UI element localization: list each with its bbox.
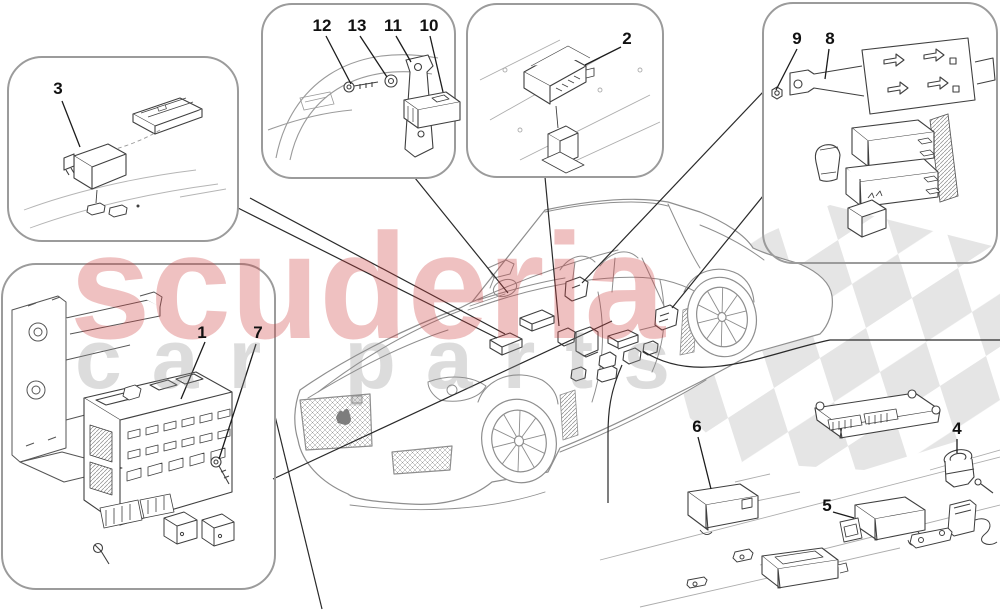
side-mirror — [487, 259, 515, 289]
front-grille — [299, 393, 373, 451]
front-wheel — [481, 398, 557, 484]
callout-leader-12 — [325, 35, 352, 85]
fuse-box-1 — [83, 371, 233, 529]
relay-center — [575, 326, 599, 358]
module-door — [654, 304, 679, 331]
callout-label-4: 4 — [952, 419, 962, 438]
small-relay — [847, 190, 887, 238]
callout-label-11: 11 — [384, 16, 402, 35]
sensor-4 — [943, 449, 998, 545]
clip-bracket-small — [686, 548, 754, 589]
prancing-horse-emblem — [336, 408, 351, 425]
callout-label-3: 3 — [53, 79, 62, 98]
callout-label-2: 2 — [622, 29, 631, 48]
callout-label-13: 13 — [348, 16, 367, 35]
nut-9 — [771, 86, 783, 100]
callout-leader-2 — [584, 46, 622, 66]
callout-label-12: 12 — [313, 16, 332, 35]
watermark-brand-text: scuderia — [70, 202, 667, 370]
callout-leader-6 — [697, 436, 712, 490]
screw-bottom — [92, 542, 110, 565]
module-3 — [63, 143, 127, 190]
connector-socket — [622, 347, 642, 365]
callout-label-6: 6 — [692, 417, 701, 436]
callout-label-8: 8 — [825, 29, 834, 48]
callout-label-10: 10 — [420, 16, 439, 35]
mounting-bracket-assembly — [11, 291, 163, 483]
bulb-sensor — [570, 366, 587, 382]
callout-label-5: 5 — [822, 496, 831, 515]
ecu-unit — [132, 97, 203, 135]
module-bottom — [761, 547, 849, 589]
blade-fuse — [814, 144, 841, 182]
relay-stack — [845, 119, 941, 208]
mount-post — [541, 125, 585, 174]
watermark-tagline-text: car parts — [75, 312, 670, 406]
callout-leader-1 — [180, 341, 206, 400]
inset-panel-top-left — [7, 56, 239, 242]
inset-panel-border — [1, 263, 276, 590]
callout-leader-3 — [61, 100, 81, 148]
callout-label-1: 1 — [197, 323, 206, 342]
bolt-7 — [210, 456, 230, 485]
module-dash-ecu — [519, 309, 555, 332]
front-intake — [391, 445, 453, 475]
module-cowl-left — [489, 332, 523, 356]
callout-label-7: 7 — [253, 323, 262, 342]
hood-badge — [351, 395, 363, 404]
module-6 — [687, 483, 759, 535]
inset-panel-floor-module — [466, 3, 664, 178]
car-mounted-modules — [489, 276, 679, 383]
underbody-detail-group — [599, 389, 1000, 608]
callout-leader-13 — [359, 35, 388, 78]
inset-panel-border — [261, 3, 456, 179]
mounting-clips — [86, 202, 140, 218]
inset-panel-border — [7, 56, 239, 242]
inset-panel-fuse-box — [1, 263, 276, 590]
engine-ecu — [814, 389, 941, 439]
module-center-small — [557, 327, 576, 347]
module-5 — [839, 496, 926, 546]
relay-cubes — [163, 511, 235, 547]
callout-leader-lines — [61, 35, 958, 519]
callout-leader-8 — [824, 48, 830, 80]
detail-view-connector-lines — [237, 91, 1000, 610]
callout-leader-9 — [775, 48, 798, 91]
inset-panel-border — [466, 3, 664, 178]
callout-leader-7 — [218, 343, 257, 460]
z-bracket — [909, 527, 953, 549]
inset-panel-relay-bracket — [762, 2, 998, 264]
screw-12 — [343, 81, 379, 93]
connector-plug — [598, 351, 617, 370]
inset-panel-wheel-arch — [261, 3, 461, 179]
callout-leader-5 — [832, 511, 855, 519]
washer-13 — [384, 74, 398, 88]
callout-leader-10 — [429, 35, 444, 93]
callout-label-9: 9 — [792, 29, 801, 48]
clip-small — [642, 340, 659, 356]
rear-wheel — [687, 276, 757, 358]
bracket-small — [596, 365, 618, 383]
callout-leader-11 — [395, 35, 412, 63]
module-center-flat — [607, 329, 639, 350]
module-2 — [523, 45, 595, 105]
module-10 — [403, 91, 461, 129]
inset-panel-border — [762, 2, 998, 264]
bracket-8 — [789, 37, 996, 115]
